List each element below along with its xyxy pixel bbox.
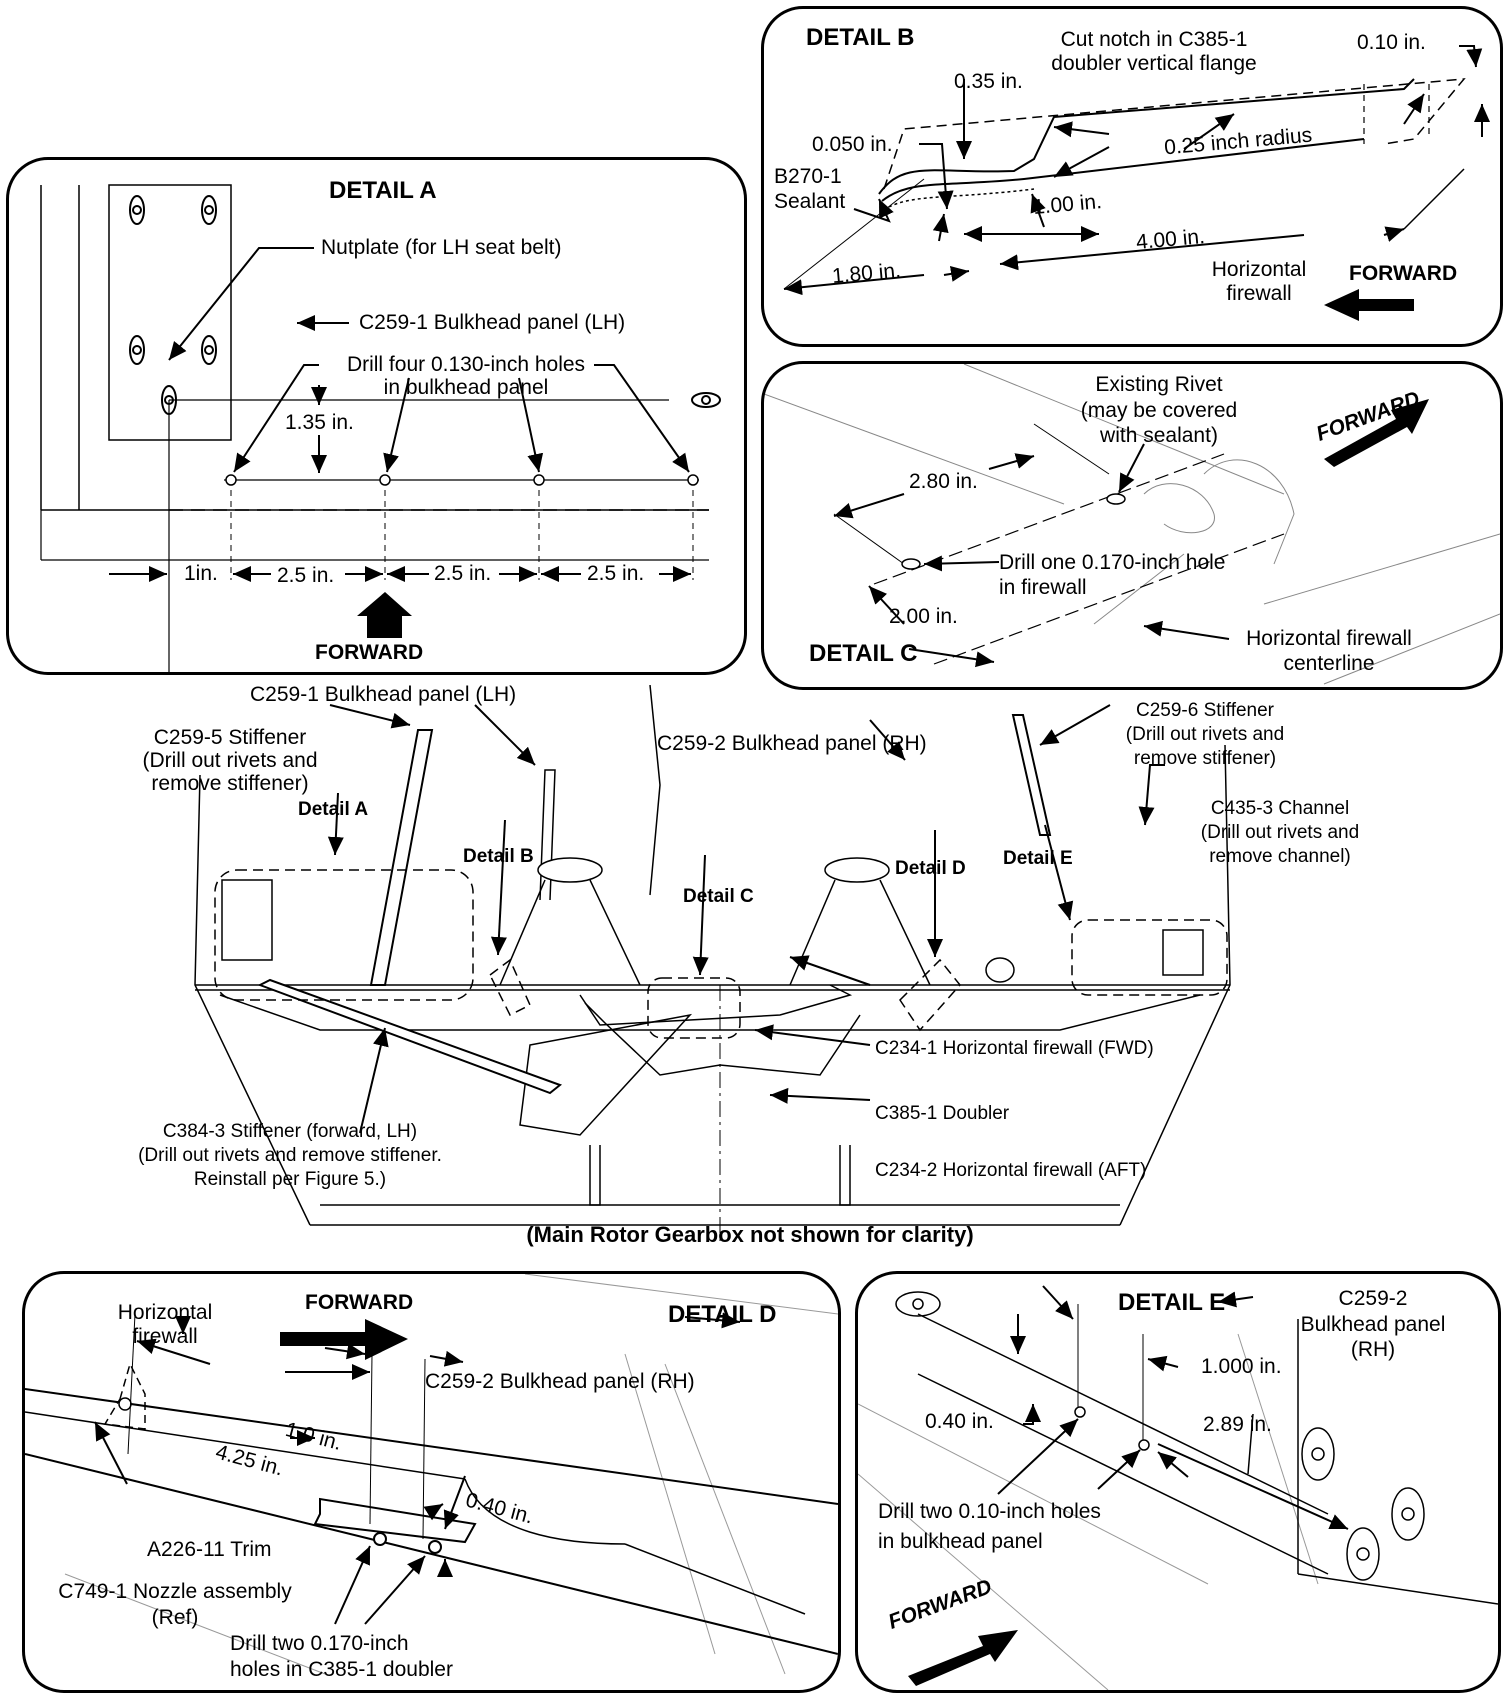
main-c435-line1: C435-3 Channel (1210, 798, 1350, 819)
detail-e-panel: DETAIL E C259-2 Bulkhead panel (RH) 1.00… (855, 1271, 1501, 1693)
dim-2-5-a: 2.5 in. (277, 564, 335, 587)
detail-c-panel: Existing Rivet (may be covered with seal… (761, 361, 1503, 690)
sealant-line1: B270-1 (774, 165, 842, 188)
main-c259-6-line1: C259-6 Stiffener (1135, 700, 1274, 721)
main-assembly-drawing (194, 685, 1231, 1245)
main-c435-line2: (Drill out rivets and (1200, 822, 1360, 843)
dim-2-5-b: 2.5 in. (434, 562, 492, 585)
dim-1-000: 1.000 in. (1201, 1355, 1282, 1378)
dim-2-80: 2.80 in. (909, 470, 978, 493)
drill-e-line1: Drill two 0.10-inch holes (878, 1500, 1101, 1523)
main-c385-1: C385-1 Doubler (875, 1103, 1010, 1124)
main-c234-2: C234-2 Horizontal firewall (AFT) (875, 1160, 1147, 1181)
dim-0-10: 0.10 in. (1357, 31, 1426, 54)
drill-four-line2: in bulkhead panel (383, 376, 549, 399)
centerline-line1: Horizontal firewall (1246, 627, 1412, 650)
firewall-b-line2: firewall (1226, 282, 1292, 305)
firewall-d-line2: firewall (132, 1325, 198, 1348)
main-c234-1: C234-1 Horizontal firewall (FWD) (875, 1038, 1154, 1059)
bulkhead-e-line2: Bulkhead panel (1300, 1313, 1446, 1336)
dim-0-35: 0.35 in. (954, 70, 1023, 93)
drill-four-line1: Drill four 0.130-inch holes (346, 353, 586, 376)
main-c259-1: C259-1 Bulkhead panel (LH) (250, 683, 517, 706)
nozzle-line2: (Ref) (151, 1606, 199, 1629)
dim-2-5-c: 2.5 in. (587, 562, 645, 585)
main-note: (Main Rotor Gearbox not shown for clarit… (526, 1222, 974, 1247)
main-c259-5-line3: remove stiffener) (151, 772, 309, 795)
dim-1in: 1in. (184, 562, 218, 585)
nutplate-label: Nutplate (for LH seat belt) (321, 236, 562, 259)
c259-2-label-d: C259-2 Bulkhead panel (RH) (425, 1370, 695, 1393)
detail-a-drawing (40, 184, 721, 672)
sealant-line2: Sealant (774, 190, 846, 213)
main-c384-line1: C384-3 Stiffener (forward, LH) (162, 1121, 418, 1142)
detail-e-title: DETAIL E (1118, 1289, 1226, 1316)
detail-c-title: DETAIL C (809, 640, 918, 667)
main-c259-5-line2: (Drill out rivets and (142, 749, 318, 772)
detail-a-title: DETAIL A (329, 177, 437, 204)
main-detail-d: Detail D (895, 858, 966, 879)
main-c259-6-line2: (Drill out rivets and (1125, 724, 1285, 745)
dim-0-40-e: 0.40 in. (925, 1410, 994, 1433)
main-c259-6-line3: remove stiffener) (1133, 748, 1277, 769)
main-detail-b: Detail B (463, 846, 534, 867)
detail-d-panel: Horizontal firewall FORWARD DETAIL D C25… (22, 1271, 841, 1693)
detail-e-drawing (858, 1285, 1498, 1690)
drill-one-line1: Drill one 0.170-inch hole (999, 551, 1226, 574)
dim-2-00: 2.00 in. (889, 605, 958, 628)
detail-a-panel: DETAIL A Nutplate (for LH seat belt) C25… (6, 157, 747, 675)
firewall-b-line1: Horizontal (1211, 258, 1307, 281)
centerline-line2: centerline (1283, 652, 1375, 675)
rivet-line3: with sealant) (1100, 424, 1218, 447)
main-assembly: C259-1 Bulkhead panel (LH) C259-5 Stiffe… (0, 683, 1505, 1255)
c259-1-label: C259-1 Bulkhead panel (LH) (359, 311, 626, 334)
main-c435-line3: remove channel) (1209, 846, 1351, 867)
drill-one-line2: in firewall (999, 576, 1087, 599)
detail-b-drawing (783, 45, 1490, 321)
dim-1-35: 1.35 in. (285, 411, 354, 434)
trim-label: A226-11 Trim (147, 1538, 272, 1561)
nozzle-line1: C749-1 Nozzle assembly (58, 1580, 292, 1603)
drill-e-line2: in bulkhead panel (878, 1530, 1043, 1553)
main-c384-line3: Reinstall per Figure 5.) (193, 1169, 387, 1190)
firewall-d-line1: Horizontal (117, 1301, 213, 1324)
drill-d-line2: holes in C385-1 doubler (230, 1658, 453, 1681)
forward-label-a: FORWARD (315, 641, 424, 664)
detail-d-title: DETAIL D (668, 1301, 777, 1328)
main-detail-c: Detail C (683, 886, 754, 907)
detail-d-drawing (25, 1274, 838, 1675)
main-c384-line2: (Drill out rivets and remove stiffener. (138, 1145, 442, 1166)
drill-d-line1: Drill two 0.170-inch (230, 1632, 409, 1655)
cut-notch-line2: doubler vertical flange (1051, 52, 1257, 75)
rivet-line1: Existing Rivet (1095, 373, 1223, 396)
rivet-line2: (may be covered (1080, 399, 1238, 422)
forward-label-b: FORWARD (1349, 262, 1458, 285)
dim-2-89: 2.89 in. (1203, 1413, 1272, 1436)
cut-notch-line1: Cut notch in C385-1 (1060, 28, 1248, 51)
dim-0-050: 0.050 in. (812, 133, 893, 156)
detail-b-title: DETAIL B (806, 24, 915, 51)
detail-c-drawing (764, 364, 1500, 685)
bulkhead-e-line3: (RH) (1350, 1338, 1396, 1361)
main-detail-a: Detail A (298, 799, 369, 820)
main-c259-2: C259-2 Bulkhead panel (RH) (657, 732, 927, 755)
detail-b-panel: DETAIL B Cut notch in C385-1 doubler ver… (761, 6, 1503, 347)
main-detail-e: Detail E (1003, 848, 1073, 869)
forward-label-d: FORWARD (305, 1291, 414, 1314)
bulkhead-e-line1: C259-2 (1338, 1287, 1408, 1310)
main-c259-5-line1: C259-5 Stiffener (153, 726, 307, 749)
